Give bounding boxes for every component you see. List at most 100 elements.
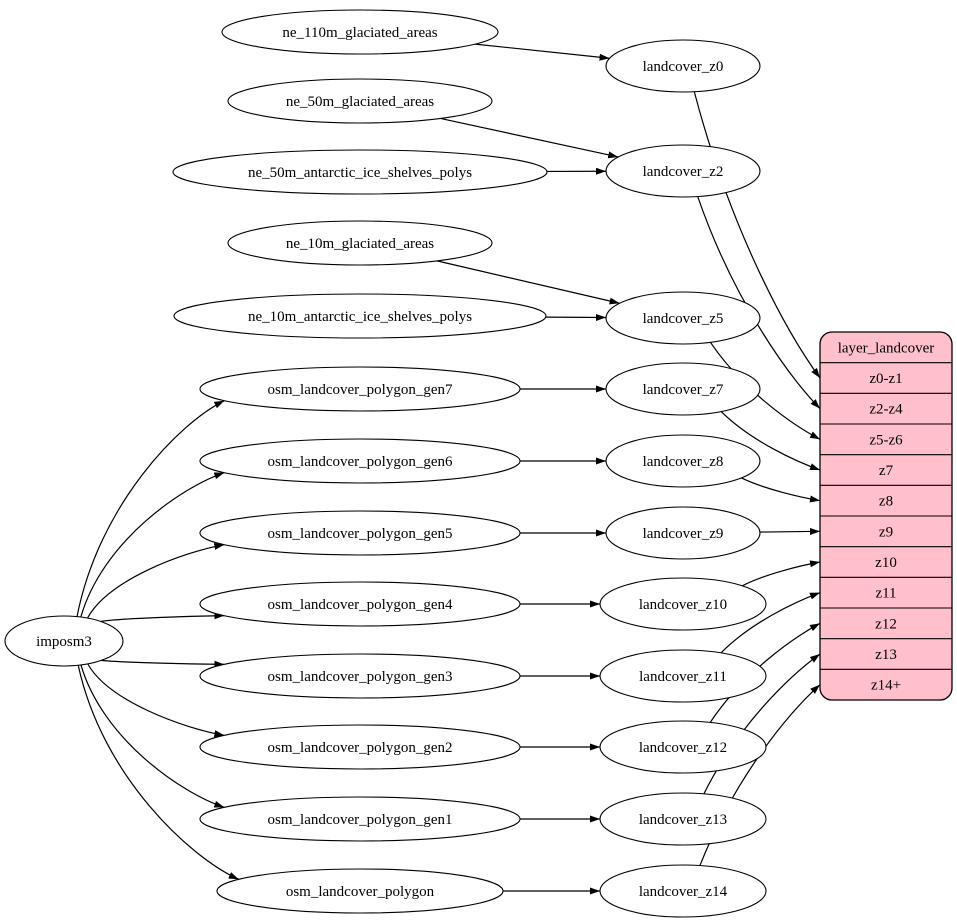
node-label-landcover_z7: landcover_z7 xyxy=(643,382,724,398)
record-row-z11: z11 xyxy=(875,586,896,602)
node-label-osm_landcover_polygon_gen2: osm_landcover_polygon_gen2 xyxy=(268,740,453,756)
node-shape-imposm3 xyxy=(4,615,124,667)
node-label-landcover_z13: landcover_z13 xyxy=(639,812,727,828)
record-row-z12: z12 xyxy=(875,616,897,632)
record-row-z5-z6: z5-z6 xyxy=(869,432,903,448)
node-shape-landcover_z13 xyxy=(599,792,767,846)
edge-imposm3-to-osm_landcover_polygon_gen4 xyxy=(100,612,225,623)
node-landcover_z14: landcover_z14 xyxy=(599,864,767,918)
edge-landcover_z2-to-layer_landcover-z2-z4 xyxy=(697,196,821,410)
edge-landcover_z11-to-layer_landcover-z11 xyxy=(720,592,821,654)
edge-imposm3-to-osm_landcover_polygon_gen5 xyxy=(86,542,225,619)
edge-ne_50m_glaciated_areas-to-landcover_z2 xyxy=(440,117,619,159)
node-label-ne_10m_antarctic_ice_shelves_polys: ne_10m_antarctic_ice_shelves_polys xyxy=(248,309,472,325)
node-landcover_z8: landcover_z8 xyxy=(605,434,761,488)
edge-imposm3-to-osm_landcover_polygon_gen3 xyxy=(101,659,225,668)
node-landcover_z12: landcover_z12 xyxy=(599,720,767,774)
node-label-landcover_z9: landcover_z9 xyxy=(643,526,724,542)
edge-ne_10m_glaciated_areas-to-landcover_z5 xyxy=(436,260,620,305)
node-label-ne_50m_glaciated_areas: ne_50m_glaciated_areas xyxy=(286,94,434,110)
node-imposm3: imposm3 xyxy=(4,615,124,667)
record-row-z8: z8 xyxy=(879,494,893,510)
edge-landcover_z0-to-layer_landcover-z0-z1 xyxy=(693,91,821,379)
node-landcover_z7: landcover_z7 xyxy=(605,362,761,416)
node-label-ne_50m_antarctic_ice_shelves_polys: ne_50m_antarctic_ice_shelves_polys xyxy=(248,165,472,181)
edge-landcover_z5-to-layer_landcover-z5-z6 xyxy=(709,341,821,440)
node-shape-landcover_z12 xyxy=(599,720,767,774)
node-shape-ne_10m_glaciated_areas xyxy=(227,220,493,266)
node-label-osm_landcover_polygon_gen3: osm_landcover_polygon_gen3 xyxy=(268,669,453,685)
record-row-z13: z13 xyxy=(875,647,897,663)
node-osm_landcover_polygon_gen6: osm_landcover_polygon_gen6 xyxy=(199,438,521,484)
node-shape-landcover_z7 xyxy=(605,362,761,416)
node-label-landcover_z8: landcover_z8 xyxy=(643,454,724,470)
node-shape-osm_landcover_polygon_gen7 xyxy=(199,366,521,412)
node-label-ne_110m_glaciated_areas: ne_110m_glaciated_areas xyxy=(282,25,437,41)
record-row-z2-z4: z2-z4 xyxy=(869,402,903,418)
edge-landcover_z7-to-layer_landcover-z7 xyxy=(720,411,821,471)
edge-ne_110m_glaciated_areas-to-landcover_z0 xyxy=(475,43,610,61)
node-shape-osm_landcover_polygon_gen3 xyxy=(199,653,521,699)
node-shape-landcover_z14 xyxy=(599,864,767,918)
node-shape-landcover_z8 xyxy=(605,434,761,488)
node-shape-landcover_z9 xyxy=(605,506,761,560)
node-label-ne_10m_glaciated_areas: ne_10m_glaciated_areas xyxy=(286,236,434,252)
node-landcover_z10: landcover_z10 xyxy=(599,577,767,631)
node-label-osm_landcover_polygon_gen5: osm_landcover_polygon_gen5 xyxy=(268,526,453,542)
node-label-osm_landcover_polygon_gen1: osm_landcover_polygon_gen1 xyxy=(268,812,453,828)
node-ne_110m_glaciated_areas: ne_110m_glaciated_areas xyxy=(221,9,499,55)
node-osm_landcover_polygon_gen5: osm_landcover_polygon_gen5 xyxy=(199,510,521,556)
node-label-landcover_z10: landcover_z10 xyxy=(639,597,727,613)
node-label-osm_landcover_polygon_gen6: osm_landcover_polygon_gen6 xyxy=(268,454,453,470)
edge-landcover_z9-to-layer_landcover-z9 xyxy=(759,527,821,535)
record-row-z14+: z14+ xyxy=(871,678,901,694)
node-label-landcover_z12: landcover_z12 xyxy=(639,740,727,756)
node-label-landcover_z14: landcover_z14 xyxy=(639,884,728,900)
node-shape-landcover_z11 xyxy=(599,649,767,703)
edge-landcover_z10-to-layer_landcover-z10 xyxy=(742,560,821,587)
node-ne_50m_glaciated_areas: ne_50m_glaciated_areas xyxy=(227,78,493,124)
nodes-layer: imposm3 ne_110m_glaciated_areas ne_50m_gla… xyxy=(4,9,767,918)
node-osm_landcover_polygon: osm_landcover_polygon xyxy=(216,868,504,914)
node-shape-landcover_z10 xyxy=(599,577,767,631)
node-shape-landcover_z2 xyxy=(605,144,761,198)
node-ne_10m_antarctic_ice_shelves_polys: ne_10m_antarctic_ice_shelves_polys xyxy=(173,293,547,339)
node-label-landcover_z5: landcover_z5 xyxy=(643,311,724,327)
node-label-landcover_z2: landcover_z2 xyxy=(643,164,724,180)
node-label-osm_landcover_polygon: osm_landcover_polygon xyxy=(286,884,435,900)
node-shape-ne_10m_antarctic_ice_shelves_polys xyxy=(173,293,547,339)
edge-imposm3-to-osm_landcover_polygon xyxy=(77,665,239,880)
node-label-osm_landcover_polygon_gen7: osm_landcover_polygon_gen7 xyxy=(268,382,453,398)
node-landcover_z9: landcover_z9 xyxy=(605,506,761,560)
node-osm_landcover_polygon_gen4: osm_landcover_polygon_gen4 xyxy=(199,581,521,627)
node-label-imposm3: imposm3 xyxy=(36,634,92,650)
node-osm_landcover_polygon_gen7: osm_landcover_polygon_gen7 xyxy=(199,366,521,412)
edge-landcover_z12-to-layer_landcover-z12 xyxy=(709,622,821,723)
edges-layer xyxy=(76,43,821,895)
node-osm_landcover_polygon_gen3: osm_landcover_polygon_gen3 xyxy=(199,653,521,699)
node-shape-landcover_z5 xyxy=(605,291,761,345)
record-title: layer_landcover xyxy=(838,340,935,356)
record-row-z7: z7 xyxy=(879,463,894,479)
node-shape-ne_50m_glaciated_areas xyxy=(227,78,493,124)
edge-imposm3-to-osm_landcover_polygon_gen2 xyxy=(87,663,225,738)
node-ne_10m_glaciated_areas: ne_10m_glaciated_areas xyxy=(227,220,493,266)
edge-imposm3-to-osm_landcover_polygon_gen7 xyxy=(76,400,225,617)
node-landcover_z13: landcover_z13 xyxy=(599,792,767,846)
node-ne_50m_antarctic_ice_shelves_polys: ne_50m_antarctic_ice_shelves_polys xyxy=(172,149,548,195)
node-shape-osm_landcover_polygon_gen5 xyxy=(199,510,521,556)
edge-landcover_z8-to-layer_landcover-z8 xyxy=(741,477,821,503)
record-row-z9: z9 xyxy=(879,524,893,540)
node-osm_landcover_polygon_gen1: osm_landcover_polygon_gen1 xyxy=(199,796,521,842)
record-row-z0-z1: z0-z1 xyxy=(869,371,902,387)
node-label-osm_landcover_polygon_gen4: osm_landcover_polygon_gen4 xyxy=(268,597,453,613)
node-label-landcover_z11: landcover_z11 xyxy=(639,669,727,685)
node-shape-osm_landcover_polygon_gen6 xyxy=(199,438,521,484)
record-row-z10: z10 xyxy=(875,555,897,571)
node-landcover_z5: landcover_z5 xyxy=(605,291,761,345)
node-shape-osm_landcover_polygon_gen2 xyxy=(199,724,521,770)
record-layer_landcover: layer_landcover z0-z1 z2-z4 z5-z6 z7 z8 z9 z10 z… xyxy=(819,331,953,701)
node-landcover_z2: landcover_z2 xyxy=(605,144,761,198)
